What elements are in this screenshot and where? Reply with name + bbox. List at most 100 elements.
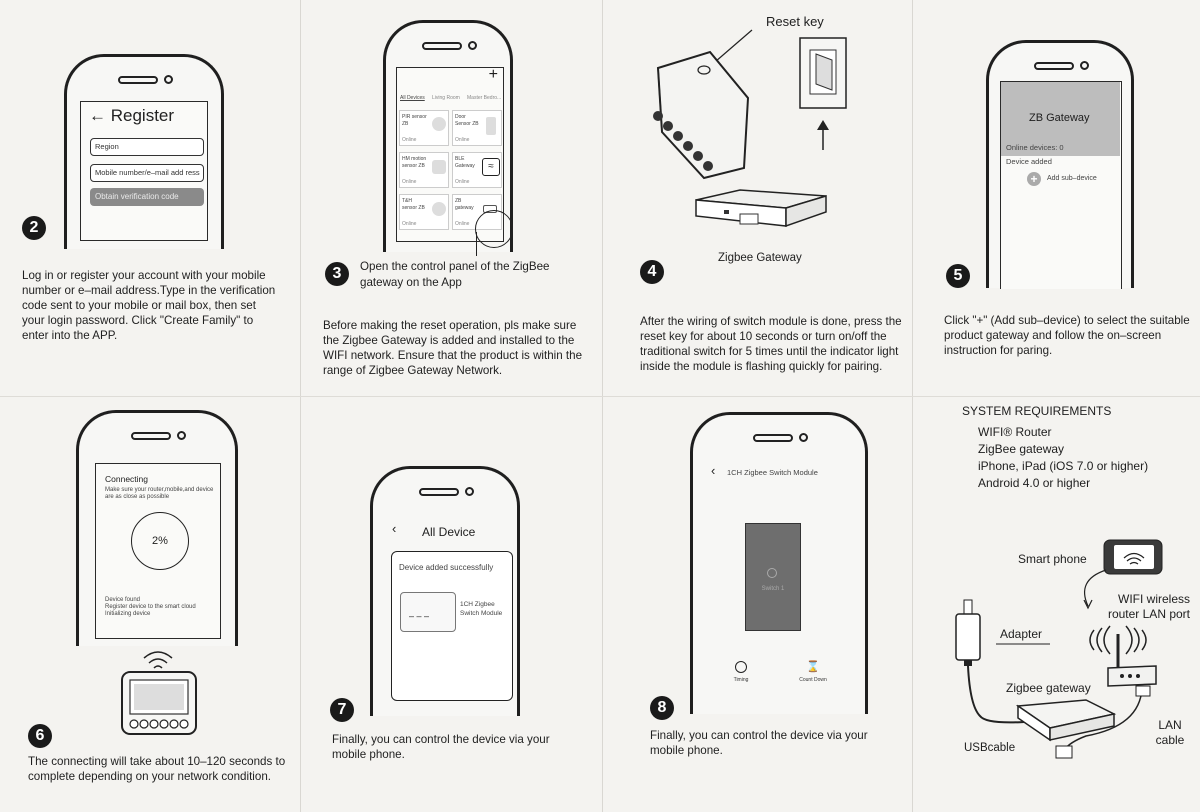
device-added-label: Device added (1006, 157, 1052, 166)
requirements-heading: SYSTEM REQUIREMENTS (962, 404, 1112, 418)
adapter-label: Adapter (1000, 627, 1043, 641)
step-number: 7 (330, 698, 354, 722)
device-card[interactable]: HM motion sensor ZB Online (399, 152, 449, 188)
switch-panel[interactable]: Switch 1 (745, 523, 801, 631)
countdown-button[interactable]: ⌛ Count Down (793, 661, 833, 683)
phone-camera (465, 487, 474, 496)
step-number: 5 (946, 264, 970, 288)
fold-line-horizontal (0, 396, 1200, 397)
status-device-found: Device found (105, 597, 141, 603)
requirement-item: WIFI® Router (978, 425, 1052, 439)
clock-icon (735, 661, 747, 673)
timing-button[interactable]: Timing (723, 661, 759, 683)
add-icon[interactable]: + (488, 66, 498, 83)
phone-speaker (753, 434, 793, 442)
sensor-thumbnail (432, 202, 446, 216)
timing-label: Timing (733, 677, 749, 683)
phone-camera (1080, 61, 1089, 70)
phone-camera (164, 75, 173, 84)
phone-camera (799, 433, 808, 442)
phone-speaker (131, 432, 171, 440)
step-number: 8 (650, 696, 674, 720)
smartphone-label: Smart phone (1018, 552, 1087, 566)
online-devices-count: Online devices: 0 (1006, 143, 1064, 152)
step-8-text: Finally, you can control the device via … (650, 729, 868, 757)
register-title-text: Register (110, 106, 175, 125)
gateway-screen: ZB Gateway Online devices: 0 Device adde… (1000, 81, 1122, 289)
bulb-icon (767, 568, 777, 578)
device-status: Online (455, 137, 470, 143)
tab-living-room[interactable]: Living Room (432, 95, 460, 101)
sensor-thumbnail (432, 117, 446, 131)
module-pairing-illustration (121, 651, 197, 735)
reset-key-label: Reset key (766, 14, 824, 29)
sensor-thumbnail (432, 160, 446, 174)
wifi-icon: ≈ (482, 158, 500, 176)
device-name: ZB gateway (455, 198, 474, 211)
device-status: Online (402, 179, 417, 185)
countdown-label: Count Down (799, 677, 827, 683)
region-field[interactable]: Region (90, 138, 204, 156)
status-register: Register device to the smart cloud (105, 604, 196, 610)
connection-diagram (955, 539, 1163, 759)
phone-illustration: ZB Gateway Online devices: 0 Device adde… (986, 40, 1134, 289)
device-card[interactable]: T&H sensor ZB Online (399, 194, 449, 230)
tab-master-bedroom[interactable]: Master Bedro... (467, 95, 502, 101)
phone-speaker (1034, 62, 1074, 70)
add-sub-device-button[interactable]: + Add sub–device (1027, 172, 1121, 186)
mobile-field[interactable]: Mobile number/e–mail add ress (90, 164, 204, 182)
device-name-label: 1CH Zigbee Switch Module (460, 601, 503, 617)
phone-illustration: ‹ All Device Device added successfully –… (370, 466, 520, 716)
status-initializing: Initializing device (105, 611, 151, 617)
phone-speaker (422, 42, 462, 50)
success-message: Device added successfully (399, 563, 494, 572)
device-name: PIR sensor ZB (402, 114, 427, 127)
fold-line (602, 0, 603, 812)
step-6-text: The connecting will take about 10–120 se… (28, 755, 286, 783)
progress-ring (131, 512, 189, 570)
back-chevron-icon[interactable]: ‹ (392, 521, 397, 536)
phone-camera (177, 431, 186, 440)
back-arrow-icon: ← (89, 106, 106, 125)
device-list-screen: + All Devices Living Room Master Bedro..… (396, 66, 513, 248)
module-dots: – – – (409, 611, 430, 621)
phone-illustration: ‹ 1CH Zigbee Switch Module Switch 1 Timi… (690, 412, 868, 714)
device-card[interactable]: BLE Gateway Online ≈ (452, 152, 502, 188)
register-screen: ← Register Region Mobile number/e–mail a… (80, 101, 208, 241)
router-label: WIFI wireless router LAN port (1107, 592, 1190, 621)
step-number: 4 (640, 260, 664, 284)
lan-cable-label: LAN cable (1155, 718, 1185, 747)
obtain-code-button[interactable]: Obtain verification code (90, 188, 204, 206)
progress-percent: 2% (152, 535, 168, 547)
device-card[interactable]: Door Sensor ZB Online (452, 110, 502, 146)
requirement-item: ZigBee gateway (978, 442, 1065, 456)
hourglass-icon: ⌛ (806, 661, 820, 673)
device-name: Door Sensor ZB (455, 114, 479, 127)
gateway-label: Zigbee gateway (1006, 681, 1091, 695)
step-number: 2 (22, 216, 46, 240)
device-status: Online (402, 137, 417, 143)
fold-line (300, 0, 301, 812)
add-sub-device-label: Add sub–device (1047, 175, 1097, 182)
step-3-text: Before making the reset operation, pls m… (323, 319, 583, 377)
register-title: ← Register (89, 106, 174, 126)
tab-all-devices[interactable]: All Devices (400, 95, 425, 101)
phone-illustration: + All Devices Living Room Master Bedro..… (383, 20, 513, 252)
connecting-subtitle: Make sure your router,mobile,and device … (105, 487, 214, 500)
zigbee-gateway-label: Zigbee Gateway (718, 252, 802, 264)
all-device-screen: ‹ All Device Device added successfully –… (386, 515, 513, 711)
switch-control-screen: ‹ 1CH Zigbee Switch Module Switch 1 Timi… (699, 459, 861, 709)
requirement-item: iPhone, iPad (iOS 7.0 or higher) (978, 459, 1149, 473)
fold-line (912, 0, 913, 812)
device-card[interactable]: PIR sensor ZB Online (399, 110, 449, 146)
step-4-text: After the wiring of switch module is don… (640, 315, 902, 373)
switch-module-illustration (653, 29, 847, 180)
back-chevron-icon[interactable]: ‹ (711, 463, 716, 478)
phone-illustration: ← Register Region Mobile number/e–mail a… (64, 54, 224, 249)
gateway-title: ZB Gateway (1029, 112, 1090, 124)
connecting-title: Connecting (105, 474, 149, 484)
device-name: T&H sensor ZB (402, 198, 425, 211)
step-2-text: Log in or register your account with you… (22, 269, 276, 342)
usb-cable-label: USBcable (964, 742, 1016, 754)
